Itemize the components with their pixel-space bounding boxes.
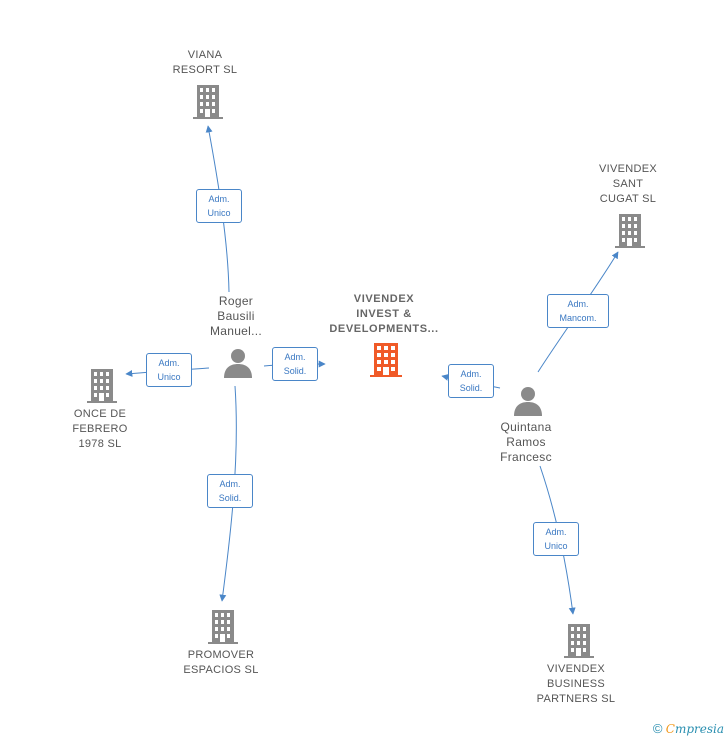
quintana-person-icon[interactable]: [514, 387, 542, 416]
node-label-promover[interactable]: PROMOVER ESPACIOS SL: [183, 649, 259, 676]
business-building-icon[interactable]: [564, 624, 594, 658]
node-label-viana[interactable]: VIANA RESORT SL: [172, 49, 238, 76]
edge-badge-roger-viana[interactable]: Adm. Unico: [196, 189, 242, 223]
node-label-once[interactable]: ONCE DE FEBRERO 1978 SL: [72, 408, 128, 450]
node-label-vivendex-sant-cugat[interactable]: VIVENDEX SANT CUGAT SL: [598, 163, 658, 205]
node-label-vivendex-business[interactable]: VIVENDEX BUSINESS PARTNERS SL: [536, 663, 616, 705]
edge-badge-roger-once[interactable]: Adm. Unico: [146, 353, 192, 387]
edge-badge-roger-promover[interactable]: Adm. Solid.: [207, 474, 253, 508]
edge-badge-quintana-invest[interactable]: Adm. Solid.: [448, 364, 494, 398]
node-label-vivendex-invest[interactable]: VIVENDEX INVEST & DEVELOPMENTS...: [329, 293, 439, 335]
once-building-icon[interactable]: [87, 369, 117, 403]
node-label-roger[interactable]: Roger Bausili Manuel...: [209, 294, 263, 338]
node-label-quintana[interactable]: Quintana Ramos Francesc: [500, 420, 552, 464]
edge-badge-roger-invest[interactable]: Adm. Solid.: [272, 347, 318, 381]
vivendex-invest-building-icon[interactable]: [370, 343, 402, 377]
edge-badge-quintana-business[interactable]: Adm. Unico: [533, 522, 579, 556]
promover-building-icon[interactable]: [208, 610, 238, 644]
viana-building-icon[interactable]: [193, 85, 223, 119]
sant-cugat-building-icon[interactable]: [615, 214, 645, 248]
brand-footer[interactable]: © Cmpresia: [653, 721, 724, 736]
copyright-icon: ©: [652, 721, 663, 736]
empresia-logo: Cmpresia: [665, 722, 724, 736]
roger-person-icon[interactable]: [224, 349, 252, 378]
edge-badge-quintana-santcugat[interactable]: Adm. Mancom.: [547, 294, 609, 328]
